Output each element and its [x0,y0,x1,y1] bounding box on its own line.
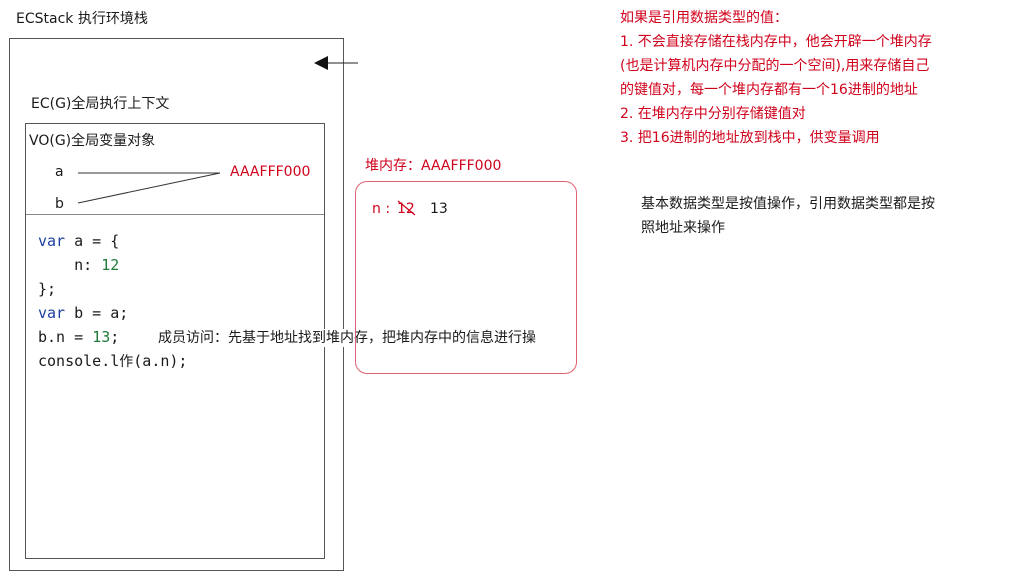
heap-new-value: 13 [430,201,448,217]
heap-memory-box [355,181,577,374]
value-vs-reference-note: 基本数据类型是按值操作，引用数据类型都是按 照地址来操作 [641,192,935,240]
note-line: 2. 在堆内存中分别存储键值对 [620,106,806,122]
variable-a: a [55,164,64,180]
note-line: 3. 把16进制的地址放到栈中，供变量调用 [620,130,880,146]
variable-b: b [55,196,64,212]
stack-title: ECStack 执行环境栈 [16,11,148,27]
code-line-2: n: 12 [38,256,120,274]
arrow-left-icon [314,56,358,70]
code-line-3: }; [38,280,57,298]
ecstack-frame [9,38,344,571]
heap-key: n : [372,201,391,217]
note-line: 照地址来操作 [641,220,725,236]
address-value: AAAFFF000 [230,164,311,180]
pointer-lines [77,172,221,204]
heap-label: 堆内存：AAAFFF000 [365,158,502,174]
vo-global-label: VO(G)全局变量对象 [29,133,156,149]
code-line-5: b.n = 13; [38,328,120,346]
note-line: (也是计算机内存中分配的一个空间),用来存储自己 [620,58,930,74]
strike-mark [397,200,416,216]
code-line-6: console.l作(a.n); [38,352,188,370]
member-access-note: 成员访问：先基于地址找到堆内存，把堆内存中的信息进行操 [158,329,536,347]
note-line: 如果是引用数据类型的值： [620,10,788,26]
heap-old-value: 12 [397,201,415,217]
reference-type-notes: 如果是引用数据类型的值： 1. 不会直接存储在栈内存中，他会开辟一个堆内存 (也… [620,6,932,150]
note-line: 基本数据类型是按值操作，引用数据类型都是按 [641,196,935,212]
divider [26,214,324,215]
ec-global-label: EC(G)全局执行上下文 [31,96,170,112]
note-line: 1. 不会直接存储在栈内存中，他会开辟一个堆内存 [620,34,932,50]
code-line-4: var b = a; [38,304,129,322]
overlap-char: 作 [119,354,134,370]
code-line-1: var a = { [38,232,120,250]
note-line: 的键值对，每一个堆内存都有一个16进制的地址 [620,82,918,98]
